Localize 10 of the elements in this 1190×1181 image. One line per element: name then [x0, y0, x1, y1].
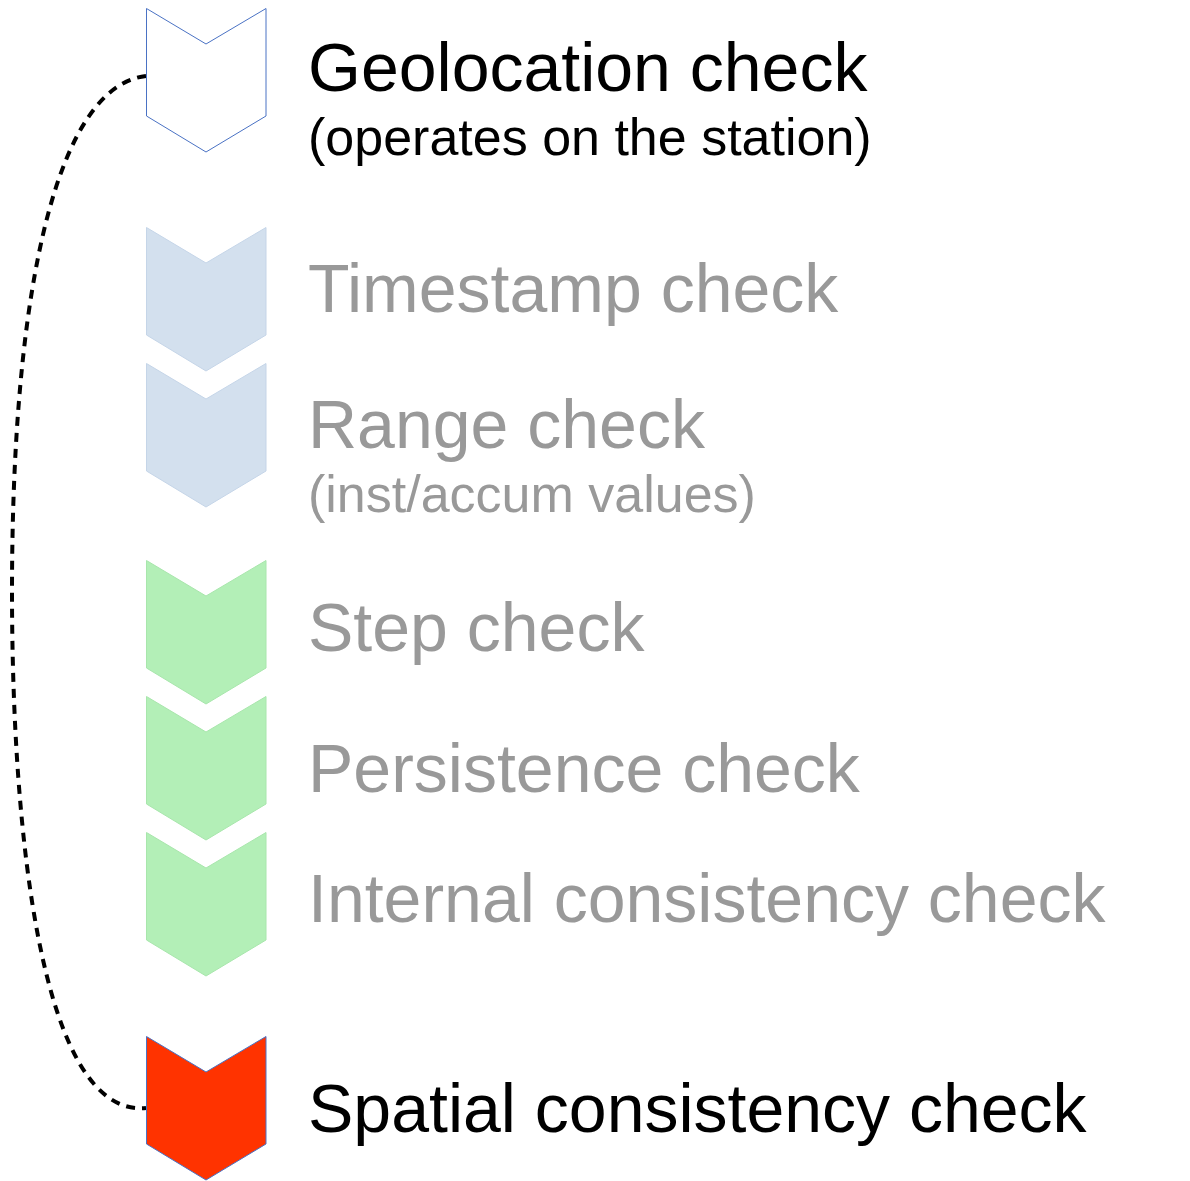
step-title: Geolocation check — [308, 28, 869, 106]
step-title: Timestamp check — [308, 249, 839, 327]
step-title: Step check — [308, 588, 645, 666]
step-note: (inst/accum values) — [308, 464, 756, 525]
step-title: Range check — [308, 385, 706, 463]
dotted-connector — [10, 74, 147, 1110]
step-note: (operates on the station) — [308, 107, 872, 168]
step-title: Internal consistency check — [308, 859, 1106, 937]
step-title: Persistence check — [308, 729, 860, 807]
step-title: Spatial consistency check — [308, 1069, 1087, 1147]
